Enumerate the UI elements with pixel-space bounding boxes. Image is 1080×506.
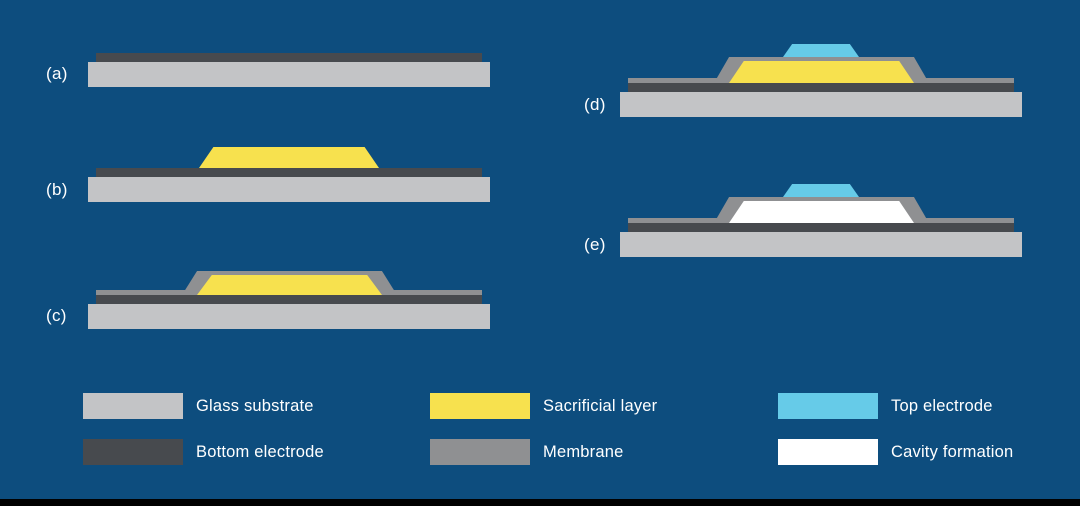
- legend-item-bottom-electrode: Bottom electrode: [83, 439, 324, 465]
- bottom-electrode-layer: [96, 53, 482, 62]
- legend-label: Cavity formation: [891, 442, 1014, 461]
- bottom-electrode-layer: [96, 295, 482, 304]
- sacrificial-layer: [197, 275, 382, 295]
- step-label-a: (a): [46, 64, 68, 83]
- bottom-electrode-layer: [96, 168, 482, 177]
- step-label-b: (b): [46, 180, 68, 199]
- bottom-bar: [0, 499, 1080, 506]
- glass-substrate-layer: [620, 92, 1022, 117]
- legend-item-membrane: Membrane: [430, 439, 623, 465]
- bottom-electrode-layer: [628, 83, 1014, 92]
- cavity-layer: [729, 201, 914, 223]
- legend-item-cavity-formation: Cavity formation: [778, 439, 1013, 465]
- step-c-diagram: [88, 271, 490, 329]
- legend-label: Sacrificial layer: [543, 396, 658, 415]
- glass-substrate-layer: [620, 232, 1022, 257]
- glass-substrate-layer: [88, 177, 490, 202]
- cavity-formation-swatch: [778, 439, 878, 465]
- step-d-diagram: [620, 44, 1022, 117]
- step-label-d: (d): [584, 95, 606, 114]
- legend-label: Top electrode: [891, 396, 993, 415]
- glass-substrate-layer: [88, 304, 490, 329]
- legend-item-glass-substrate: Glass substrate: [83, 393, 314, 419]
- legend-label: Bottom electrode: [196, 442, 324, 461]
- bottom-electrode-swatch: [83, 439, 183, 465]
- legend-label: Glass substrate: [196, 396, 314, 415]
- top-electrode-layer: [783, 44, 859, 57]
- bottom-electrode-layer: [628, 223, 1014, 232]
- sacrificial-layer-swatch: [430, 393, 530, 419]
- glass-substrate-layer: [88, 62, 490, 87]
- membrane-swatch: [430, 439, 530, 465]
- step-a-diagram: [88, 53, 490, 87]
- step-b-diagram: [88, 147, 490, 202]
- legend-label: Membrane: [543, 442, 624, 461]
- step-label-c: (c): [46, 306, 67, 325]
- step-label-e: (e): [584, 235, 606, 254]
- top-electrode-layer: [783, 184, 859, 197]
- legend-item-top-electrode: Top electrode: [778, 393, 993, 419]
- glass-substrate-swatch: [83, 393, 183, 419]
- legend-item-sacrificial-layer: Sacrificial layer: [430, 393, 657, 419]
- sacrificial-layer: [729, 61, 914, 83]
- step-e-diagram: [620, 184, 1022, 257]
- sacrificial-layer: [199, 147, 379, 168]
- top-electrode-swatch: [778, 393, 878, 419]
